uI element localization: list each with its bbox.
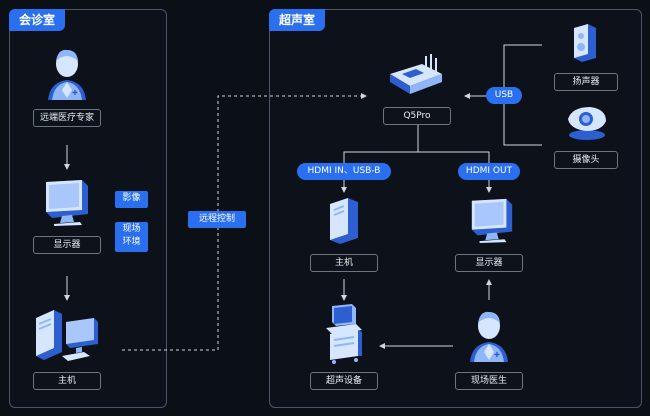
camera-icon	[568, 107, 606, 140]
scene-tag: 现场 环境	[115, 222, 148, 252]
camera-label: 摄像头	[554, 151, 618, 169]
workstation-icon	[36, 310, 98, 361]
monitor-icon	[46, 180, 88, 226]
ultrasound-room-title: 超声室	[269, 9, 326, 31]
speaker-icon	[574, 24, 596, 62]
host-right-label: 主机	[310, 254, 378, 272]
ultrasound-machine-icon	[326, 304, 362, 364]
doctor-icon: ✚	[48, 49, 86, 100]
tower-icon	[330, 198, 358, 244]
hdmi-out-label: HDMI OUT	[458, 163, 520, 180]
svg-text:✚: ✚	[72, 89, 78, 97]
image-tag: 影像	[115, 191, 148, 208]
speaker-label: 扬声器	[554, 73, 618, 91]
remote-control-label: 远程控制	[188, 211, 246, 228]
doctor-icon: ✚	[470, 311, 508, 362]
host-left-label: 主机	[33, 372, 101, 390]
ultrasound-device-label: 超声设备	[310, 372, 378, 390]
q5pro-label: Q5Pro	[383, 107, 451, 125]
usb-label: USB	[486, 87, 522, 104]
onsite-doctor-label: 现场医生	[455, 372, 523, 390]
svg-text:✚: ✚	[494, 351, 500, 359]
q5pro-split	[343, 124, 490, 168]
display-left-label: 显示器	[33, 236, 101, 254]
hdmi-in-label: HDMI IN、USB-B	[297, 163, 391, 180]
router-icon	[390, 54, 442, 94]
consult-room-title: 会诊室	[9, 9, 66, 31]
display-right-label: 显示器	[455, 254, 523, 272]
monitor-icon	[471, 198, 513, 244]
remote-expert-label: 远端医疗专家	[33, 109, 101, 127]
